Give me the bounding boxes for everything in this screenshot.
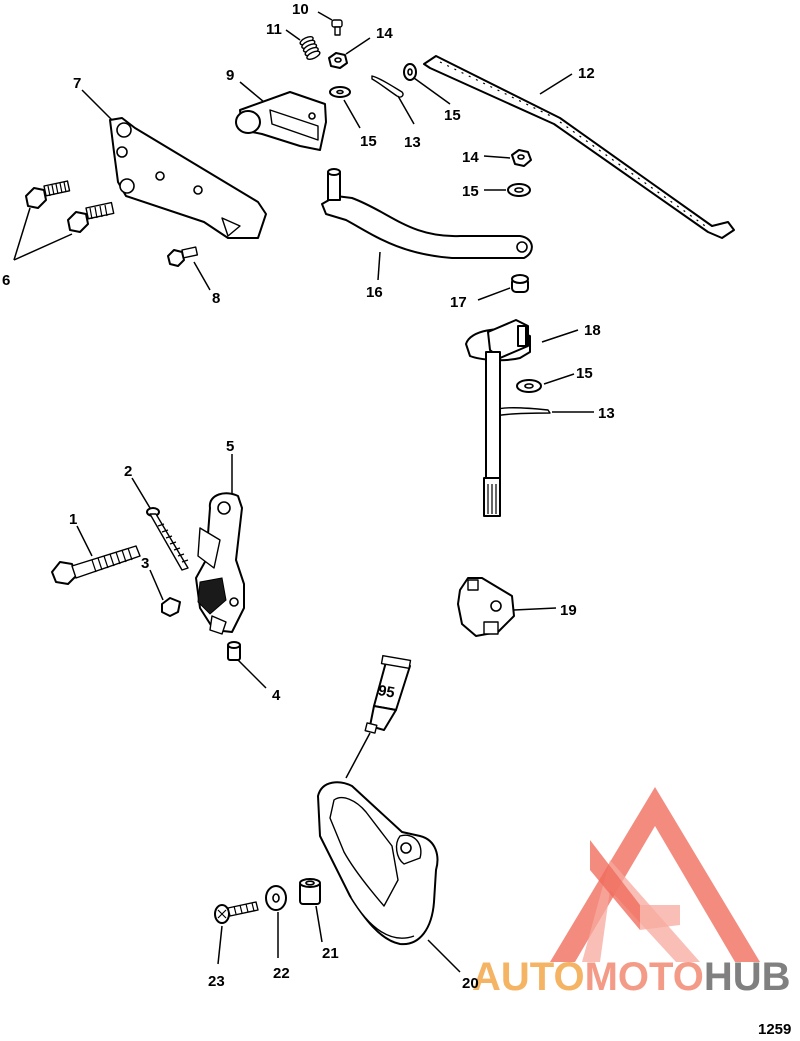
part-9-bracket bbox=[235, 91, 327, 151]
part-4-bushing bbox=[227, 641, 241, 661]
part-15-washer-c bbox=[507, 183, 531, 197]
callout-6: 6 bbox=[2, 272, 10, 289]
callout-15-c: 15 bbox=[462, 183, 479, 200]
part-2-screw bbox=[146, 507, 189, 571]
callout-20: 20 bbox=[462, 975, 479, 992]
callout-23: 23 bbox=[208, 973, 225, 990]
callout-10: 10 bbox=[292, 1, 309, 18]
callout-15-b: 15 bbox=[444, 107, 461, 124]
callout-11: 11 bbox=[266, 21, 282, 38]
automotohub-logo: AUTOMOTOHUB bbox=[472, 787, 791, 999]
part-14-locknut-right bbox=[511, 149, 532, 167]
callout-21: 21 bbox=[322, 945, 339, 962]
part-21-spacer bbox=[299, 878, 321, 905]
part-14-locknut-top bbox=[328, 52, 348, 69]
callout-5: 5 bbox=[226, 438, 234, 455]
part-7-bracket bbox=[109, 117, 267, 239]
callout-4: 4 bbox=[272, 687, 281, 704]
callout-16: 16 bbox=[366, 284, 383, 301]
part-15-washer-a bbox=[329, 86, 351, 98]
watermark-word-moto: MOTO bbox=[585, 955, 704, 999]
part-6-screw-b bbox=[67, 201, 115, 233]
part-11-spring bbox=[299, 36, 321, 60]
part-22-washer bbox=[265, 885, 287, 911]
callout-8: 8 bbox=[212, 290, 220, 307]
callout-15-a: 15 bbox=[360, 133, 377, 150]
leader-lines bbox=[13, 11, 594, 973]
callout-22: 22 bbox=[273, 965, 290, 982]
callout-18: 18 bbox=[584, 322, 601, 339]
part-13-cotter-pin-a bbox=[371, 75, 404, 98]
part-5-lever-assembly bbox=[195, 492, 245, 635]
callout-15-d: 15 bbox=[576, 365, 593, 382]
part-3-nut bbox=[161, 597, 181, 617]
callout-2: 2 bbox=[124, 463, 132, 480]
callout-12: 12 bbox=[578, 65, 595, 82]
callout-7: 7 bbox=[73, 75, 81, 92]
part-10-screw bbox=[331, 19, 343, 36]
part-6-screw-a bbox=[25, 180, 71, 209]
part-15-washer-d bbox=[516, 379, 542, 393]
callout-14-top: 14 bbox=[376, 25, 393, 42]
callout-1: 1 bbox=[69, 511, 77, 528]
callout-13-right: 13 bbox=[598, 405, 615, 422]
part-20-cover bbox=[317, 781, 439, 946]
part-12-link-rod bbox=[423, 55, 735, 239]
callout-19: 19 bbox=[560, 602, 577, 619]
watermark-word-hub: HUB bbox=[704, 955, 791, 999]
callout-labels: 1 2 3 4 5 6 7 8 9 10 11 12 13 13 14 14 1… bbox=[2, 1, 615, 992]
sealant-tube-label: 95 bbox=[377, 682, 396, 702]
part-23-screw bbox=[214, 901, 259, 924]
part-16-lever bbox=[321, 168, 533, 259]
part-8-screw bbox=[167, 246, 199, 267]
part-19-switch bbox=[457, 577, 515, 637]
part-17-nut bbox=[511, 274, 529, 293]
part-18-shaft bbox=[465, 319, 531, 517]
callout-3: 3 bbox=[141, 555, 149, 572]
watermark-word-auto: AUTO bbox=[472, 955, 585, 999]
callout-17: 17 bbox=[450, 294, 467, 311]
callout-14-right: 14 bbox=[462, 149, 479, 166]
figure-number: 1259 bbox=[758, 1021, 791, 1038]
sealant-tube-95: 95 bbox=[364, 654, 412, 734]
svg-text:AUTOMOTOHUB: AUTOMOTOHUB bbox=[472, 955, 791, 999]
part-1-bolt bbox=[51, 545, 141, 585]
callout-9: 9 bbox=[226, 67, 234, 84]
callout-13-top: 13 bbox=[404, 134, 421, 151]
part-15-washer-b bbox=[403, 63, 417, 81]
